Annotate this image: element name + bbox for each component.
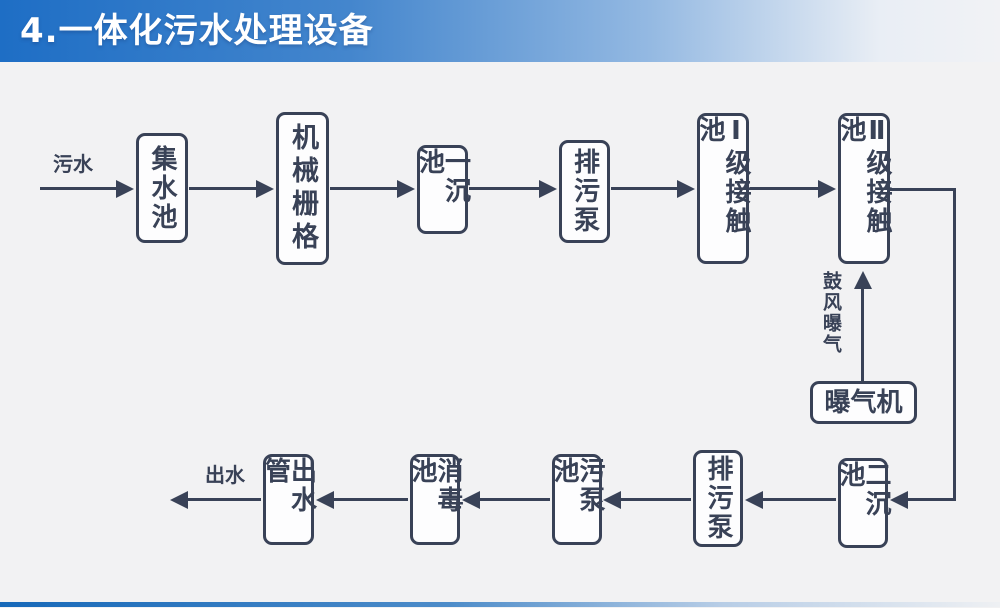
arrow-shaft bbox=[760, 498, 836, 501]
arrow-head-icon bbox=[677, 180, 695, 198]
arrow-head-icon bbox=[603, 491, 621, 509]
node-label: 排污泵 bbox=[703, 455, 733, 542]
arrow-head-icon bbox=[818, 180, 836, 198]
footer-accent-bar bbox=[0, 602, 1000, 607]
arrow-pump2-to-sludge-tank bbox=[603, 491, 691, 509]
arrow-shaft bbox=[185, 498, 261, 501]
connector-right-vertical bbox=[953, 188, 956, 501]
node-label: 机械栅格 bbox=[287, 122, 318, 255]
page-title: 4.一体化污水处理设备 bbox=[20, 11, 374, 51]
node-mechanical-grid: 机械栅格 bbox=[276, 112, 329, 265]
node-sewage-pump: 排污泵 bbox=[559, 140, 610, 243]
arrow-head-icon bbox=[316, 491, 334, 509]
arrow-head-icon bbox=[462, 491, 480, 509]
node-label: 曝气机 bbox=[824, 387, 903, 418]
arrow-shaft bbox=[189, 187, 259, 190]
arrow-head-icon bbox=[256, 180, 274, 198]
arrow-shaft bbox=[618, 498, 691, 501]
node-label: 集水池 bbox=[147, 144, 177, 232]
node-disinfection-tank: 消毒池 bbox=[407, 454, 463, 545]
inlet-label: 污水 bbox=[53, 152, 93, 176]
node-label: 排污泵 bbox=[569, 148, 600, 235]
arrow-sludge-tank-to-disinfection bbox=[462, 491, 550, 509]
arrow-head-icon bbox=[890, 491, 908, 509]
connector-top-horizontal bbox=[889, 188, 956, 191]
arrow-shaft bbox=[750, 187, 821, 190]
arrow-shaft bbox=[861, 286, 864, 381]
arrow-head-icon bbox=[116, 180, 134, 198]
arrow-pump-to-stage1-contact bbox=[611, 180, 695, 198]
arrow-outlet-pipe-to-outlet bbox=[170, 491, 261, 509]
arrow-connector-to-secondary-tank bbox=[890, 491, 956, 509]
node-label: 污泵池 bbox=[549, 457, 605, 515]
arrow-shaft bbox=[611, 187, 680, 190]
node-stage2-contact-tank: Ⅱ级接触池 bbox=[836, 113, 892, 264]
node-label: 消毒池 bbox=[407, 457, 463, 515]
arrow-collection-to-grid bbox=[189, 180, 274, 198]
arrow-grid-to-primary-tank bbox=[330, 180, 415, 198]
aeration-label: 鼓风曝气 bbox=[820, 271, 842, 355]
arrow-shaft bbox=[331, 498, 408, 501]
arrow-head-icon bbox=[539, 180, 557, 198]
node-collection-tank: 集水池 bbox=[136, 133, 188, 243]
node-secondary-sedimentation-tank: 二沉池 bbox=[835, 458, 891, 548]
node-stage1-contact-tank: Ⅰ级接触池 bbox=[695, 113, 751, 264]
arrow-secondary-tank-to-pump2 bbox=[745, 491, 836, 509]
arrow-stage1-to-stage2-contact bbox=[750, 180, 836, 198]
slide-header: 4.一体化污水处理设备 bbox=[0, 0, 1000, 62]
arrow-shaft bbox=[40, 187, 119, 190]
node-sludge-pump-tank: 污泵池 bbox=[549, 454, 605, 545]
arrow-aerator-to-stage2-contact bbox=[854, 271, 872, 381]
arrow-head-icon bbox=[170, 491, 188, 509]
outlet-label: 出水 bbox=[205, 463, 245, 487]
arrow-primary-tank-to-pump bbox=[469, 180, 557, 198]
arrow-head-icon bbox=[854, 271, 872, 289]
node-label: 一沉池 bbox=[414, 148, 471, 206]
arrow-head-icon bbox=[397, 180, 415, 198]
node-label: 二沉池 bbox=[835, 461, 891, 519]
arrow-inlet-to-collection-tank bbox=[40, 180, 134, 198]
arrow-shaft bbox=[905, 498, 956, 501]
arrow-disinfection-to-outlet-pipe bbox=[316, 491, 408, 509]
node-primary-sedimentation-tank: 一沉池 bbox=[414, 145, 471, 234]
node-aerator: 曝气机 bbox=[810, 381, 917, 424]
arrow-shaft bbox=[477, 498, 550, 501]
arrow-shaft bbox=[469, 187, 542, 190]
node-label: 出水管 bbox=[260, 457, 317, 515]
node-label: Ⅰ级接触池 bbox=[695, 116, 751, 236]
arrow-shaft bbox=[330, 187, 400, 190]
node-label: Ⅱ级接触池 bbox=[836, 116, 892, 236]
node-outlet-pipe: 出水管 bbox=[260, 454, 317, 545]
arrow-head-icon bbox=[745, 491, 763, 509]
node-sewage-pump-2: 排污泵 bbox=[693, 450, 743, 547]
